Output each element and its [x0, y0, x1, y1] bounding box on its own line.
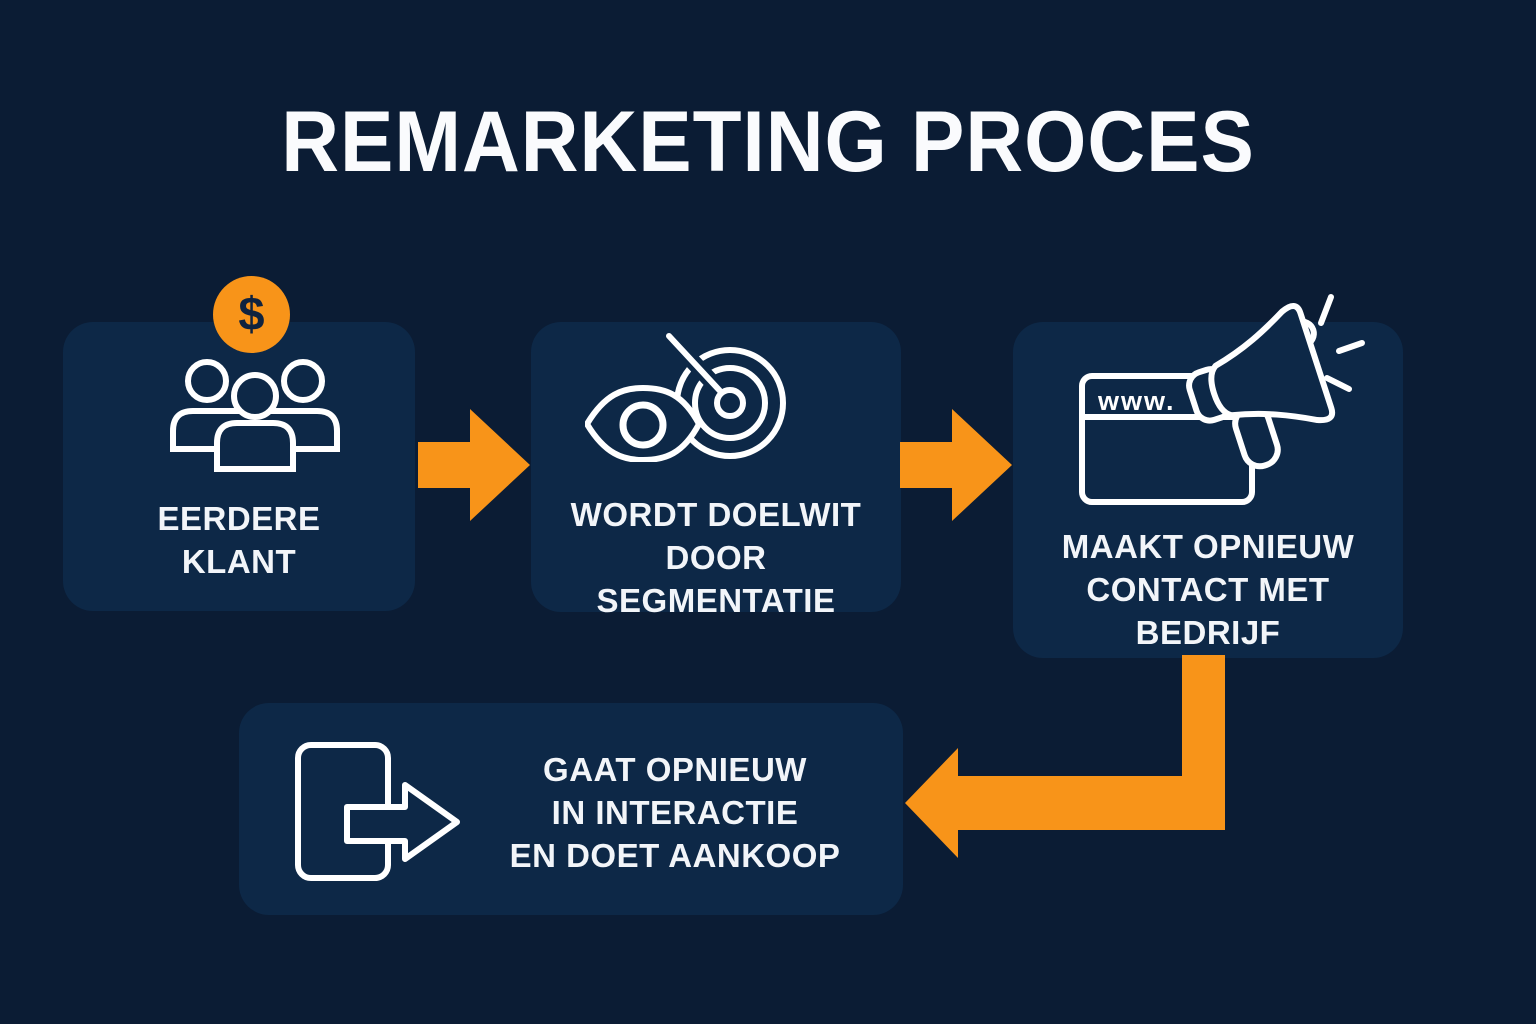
- phone-exit-arrow-icon: [295, 742, 460, 881]
- step-label: GAAT OPNIEUW IN INTERACTIE EN DOET AANKO…: [509, 751, 841, 874]
- page-title: REMARKETING PROCES: [281, 93, 1255, 190]
- arrow-elbow-left-icon: [905, 655, 1225, 858]
- step-label: WORDT DOELWIT DOOR SEGMENTATIE: [570, 496, 862, 619]
- eye-target-icon: [585, 330, 786, 462]
- arrow-right-icon: [418, 409, 530, 521]
- step-label: EERDERE KLANT: [157, 500, 321, 580]
- step-card-previous-customer: EERDERE KLANT: [63, 322, 415, 611]
- browser-url-label: www.: [1098, 386, 1176, 416]
- arrow-right-icon: [900, 409, 1012, 521]
- dollar-coin-icon: $: [213, 276, 290, 353]
- dollar-symbol: $: [238, 287, 265, 340]
- customers-group-icon: [170, 359, 340, 472]
- browser-megaphone-icon: [1079, 294, 1365, 505]
- step-label: MAAKT OPNIEUW CONTACT MET BEDRIJF: [1061, 528, 1355, 651]
